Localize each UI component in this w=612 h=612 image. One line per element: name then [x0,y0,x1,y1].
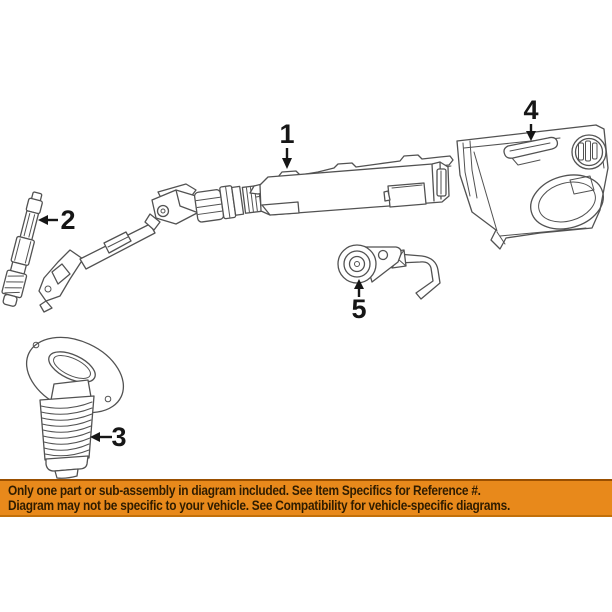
part-label-3: 3 [111,422,126,452]
arrowhead-1 [282,158,292,169]
part-label-2: 2 [60,205,75,235]
part-5-bracket-drawing [337,244,441,300]
arrowhead-3 [90,432,100,442]
callout-4: 4 [523,95,539,141]
callout-2: 2 [38,205,76,235]
part-label-1: 1 [279,119,294,149]
arrowhead-4 [526,131,536,141]
callout-5: 5 [351,279,367,324]
disclaimer-line-2: Diagram may not be specific to your vehi… [8,497,511,513]
disclaimer-banner: Only one part or sub-assembly in diagram… [0,479,612,517]
arrowhead-5 [354,279,364,289]
part-4-cover-panel-drawing [436,124,609,250]
part-label-4: 4 [523,95,538,125]
part-2-intermediate-shaft-drawing [1,191,43,307]
part-3-boot-seal-drawing [25,336,125,479]
callout-3: 3 [90,422,127,452]
arrowhead-2 [38,215,48,225]
part-label-5: 5 [351,294,366,324]
disclaimer-line-1: Only one part or sub-assembly in diagram… [8,482,481,498]
part-1-steering-column-drawing [38,154,454,313]
callout-1: 1 [279,119,295,169]
